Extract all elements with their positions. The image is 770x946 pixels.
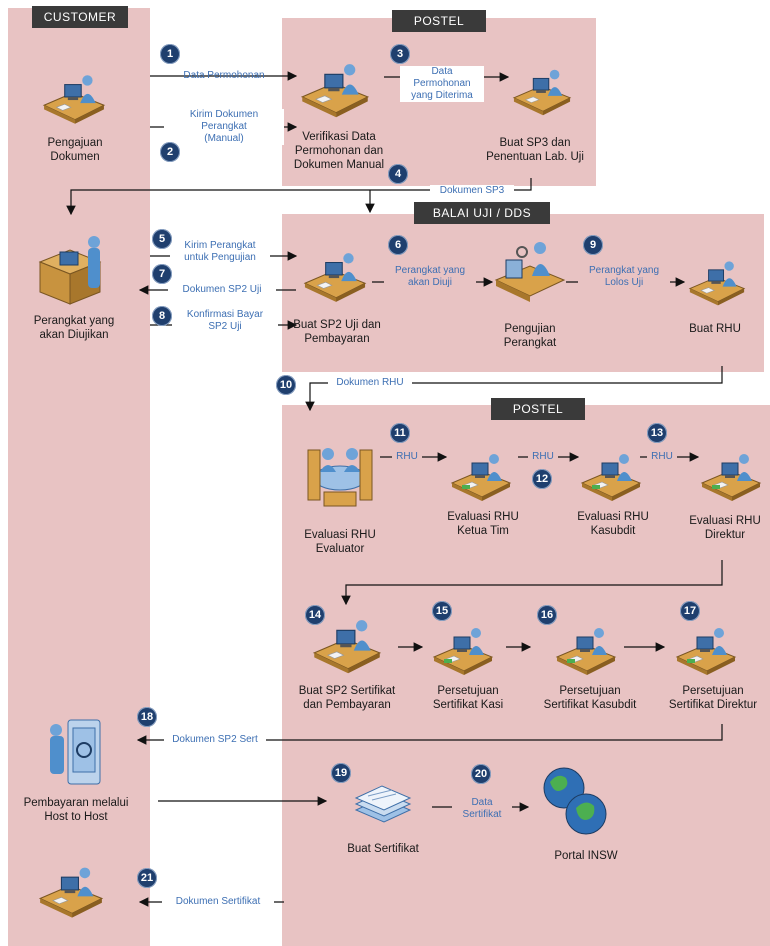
- label-eval-direktur: Evaluasi RHU Direktur: [689, 515, 761, 541]
- badge-14: 14: [305, 605, 325, 625]
- flow-label-7: Dokumen SP2 Uji: [168, 284, 276, 296]
- pengajuan-icon: [43, 74, 105, 125]
- badge-21: 21: [137, 868, 157, 888]
- header-postel-bottom: POSTEL: [491, 398, 585, 420]
- label-buat-sertifikat: Buat Sertifikat: [347, 843, 419, 855]
- persetujuan-direktur-icon: [675, 622, 737, 678]
- label-buat-sp3: Buat SP3 dan Penentuan Lab. Uji: [486, 137, 584, 163]
- persetujuan-kasubdit-icon: [555, 622, 617, 678]
- badge-1: 1: [160, 44, 180, 64]
- final-customer-icon: [39, 867, 103, 919]
- flow-label-1: Data Permohonan: [183, 70, 265, 81]
- label-persetujuan-direktur: Persetujuan Sertifikat Direktur: [668, 685, 758, 711]
- badge-10: 10: [276, 375, 296, 395]
- label-persetujuan-kasubdit: Persetujuan Sertifikat Kasubdit: [543, 685, 637, 711]
- persetujuan-kasi-icon: [432, 622, 494, 678]
- badge-3: 3: [390, 44, 410, 64]
- flow-label-9: Perangkat yang Lolos Uji: [578, 265, 670, 289]
- label-pengujian: Pengujian Perangkat: [503, 323, 557, 349]
- label-eval-kasubdit: Evaluasi RHU Kasubdit: [577, 511, 649, 537]
- globe-icon: [543, 767, 607, 835]
- buat-rhu-icon: [689, 260, 745, 306]
- buat-sp3-icon: [513, 69, 571, 116]
- label-eval-evaluator: Evaluasi RHU Evaluator: [304, 529, 376, 555]
- verifikasi-icon: [301, 63, 369, 118]
- badge-18: 18: [137, 707, 157, 727]
- label-buat-sp2-uji: Buat SP2 Uji dan Pembayaran: [293, 319, 381, 345]
- label-perangkat-diujikan: Perangkat yang akan Diujikan: [33, 315, 115, 341]
- buat-sp2-sert-icon: [313, 619, 381, 674]
- label-pengajuan: Pengajuan Dokumen: [47, 137, 103, 163]
- flow-label-21: Dokumen Sertifikat: [162, 896, 274, 908]
- badge-6: 6: [388, 235, 408, 255]
- flow-label-10: Dokumen RHU: [328, 377, 412, 389]
- badge-2: 2: [160, 142, 180, 162]
- label-portal-insw: Portal INSW: [554, 850, 618, 862]
- perangkat-diujikan-icon: [38, 236, 102, 305]
- eval-evaluator-icon: [307, 448, 373, 507]
- label-persetujuan-kasi: Persetujuan Sertifikat Kasi: [432, 685, 504, 711]
- badge-5: 5: [152, 229, 172, 249]
- flow-label-2: Kirim Dokumen Perangkat (Manual): [164, 109, 284, 145]
- flow-label-3: Data Permohonan yang Diterima: [400, 66, 484, 102]
- header-postel-top: POSTEL: [392, 10, 486, 32]
- lane-customer: [8, 8, 150, 946]
- badge-13: 13: [647, 423, 667, 443]
- flow-label-5: Kirim Perangkat untuk Pengujian: [170, 240, 270, 264]
- label-buat-rhu: Buat RHU: [689, 323, 741, 335]
- badge-9: 9: [583, 235, 603, 255]
- badge-15: 15: [432, 601, 452, 621]
- badge-12: 12: [532, 469, 552, 489]
- flow-label-18: Dokumen SP2 Sert: [164, 734, 266, 746]
- badge-8: 8: [152, 306, 172, 326]
- label-eval-ketua: Evaluasi RHU Ketua Tim: [447, 511, 519, 537]
- eval-ketua-icon: [450, 448, 512, 504]
- label-verifikasi: Verifikasi Data Permohonan dan Dokumen M…: [293, 131, 385, 171]
- flow-label-13: RHU: [647, 451, 677, 463]
- eval-direktur-icon: [700, 448, 762, 504]
- header-balai: BALAI UJI / DDS: [414, 202, 550, 224]
- pengujian-icon: [494, 242, 566, 302]
- flow-label-12: RHU: [528, 451, 558, 463]
- label-host-to-host: Pembayaran melalui Host to Host: [23, 797, 129, 823]
- badge-11: 11: [390, 423, 410, 443]
- eval-kasubdit-icon: [580, 448, 642, 504]
- flow-label-4: Dokumen SP3: [430, 185, 514, 197]
- badge-20: 20: [471, 764, 491, 784]
- badge-4: 4: [388, 164, 408, 184]
- badge-17: 17: [680, 601, 700, 621]
- label-buat-sp2-sert: Buat SP2 Sertifikat dan Pembayaran: [298, 685, 396, 711]
- flow-label-11: RHU: [392, 451, 422, 463]
- sertifikat-stack-icon: [354, 785, 412, 823]
- badge-16: 16: [537, 605, 557, 625]
- badge-19: 19: [331, 763, 351, 783]
- host-to-host-icon: [50, 719, 101, 785]
- buat-sp2-uji-icon: [304, 252, 366, 303]
- header-customer: CUSTOMER: [32, 6, 128, 28]
- badge-7: 7: [152, 264, 172, 284]
- flow-label-20: Data Sertifikat: [452, 797, 512, 821]
- flow-label-8: Konfirmasi Bayar SP2 Uji: [172, 309, 278, 333]
- flow-label-6: Perangkat yang akan Diuji: [384, 265, 476, 289]
